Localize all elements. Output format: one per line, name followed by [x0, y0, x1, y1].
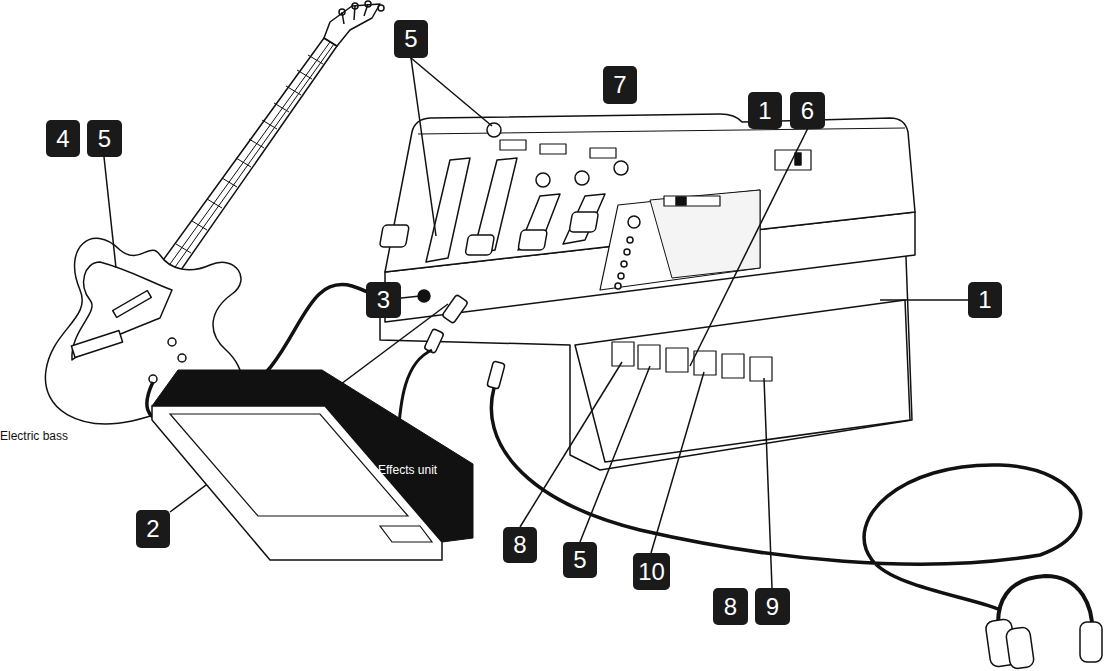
callout-number: 7 [603, 66, 637, 104]
effects-unit: Effects unit [150, 366, 476, 562]
leader-lines [104, 58, 968, 588]
callout-number: 1 [748, 92, 782, 129]
callout-number: 1 [968, 282, 1002, 318]
callout-number: 4 [46, 120, 80, 157]
callout-number: 9 [755, 588, 790, 625]
bass-guitar [45, 1, 384, 424]
display-slot [170, 414, 408, 516]
callout-number: 2 [136, 510, 170, 548]
unit-front [152, 406, 442, 560]
callout-number: 5 [394, 20, 428, 58]
cable [491, 388, 1080, 615]
callout-number: 10 [633, 553, 670, 590]
callout-number: 8 [713, 588, 748, 625]
callout-number: 6 [790, 92, 825, 129]
callout-number: 8 [503, 527, 537, 563]
callout-number: 5 [87, 120, 122, 157]
display-slot [380, 526, 432, 542]
mixer-recorder [379, 114, 915, 470]
unit-name: Effects unit [378, 463, 437, 477]
callout-number: 5 [563, 542, 597, 578]
callout-number: 3 [366, 282, 401, 318]
headphones [985, 576, 1102, 669]
part-name: Electric bass [0, 429, 68, 443]
